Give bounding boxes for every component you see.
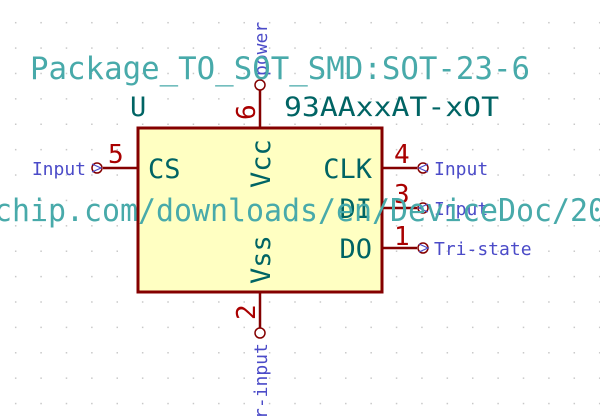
- pin-clk-name: CLK: [323, 154, 373, 185]
- pin-vss-type: r-input: [251, 343, 272, 419]
- pin-do-type-marker: [418, 243, 430, 253]
- pin-vss-name: Vss: [246, 235, 277, 284]
- value-field[interactable]: 93AAxxAT-xOT: [284, 92, 499, 123]
- pin-cs-type: Input: [32, 159, 86, 180]
- pin-clk-number: 4: [394, 140, 410, 170]
- pin-vcc-endpoint[interactable]: [254, 79, 266, 91]
- pin-vcc-type: power: [251, 22, 272, 76]
- footprint-field[interactable]: Package_TO_SOT_SMD:SOT-23-6: [30, 51, 530, 87]
- pin-di-type: Input: [434, 199, 488, 220]
- datasheet-field[interactable]: chip.com/downloads/en/DeviceDoc/20: [0, 193, 600, 229]
- pin-cs-type-marker: [91, 163, 103, 173]
- pin-clk-type: Input: [434, 159, 488, 180]
- pin-do-number: 1: [394, 222, 410, 252]
- pin-di-type-marker: [417, 203, 429, 213]
- pin-vcc-name: Vcc: [246, 139, 277, 188]
- pin-di-number: 3: [394, 180, 410, 210]
- pin-cs-number: 5: [108, 140, 124, 170]
- pin-vss-number: 2: [232, 304, 262, 320]
- pin-vcc-number: 6: [232, 104, 262, 120]
- pin-cs-name: CS: [148, 154, 181, 185]
- pin-do-type: Tri-state: [434, 239, 532, 260]
- reference-field[interactable]: U: [130, 92, 146, 123]
- pin-vss-endpoint[interactable]: [254, 327, 266, 339]
- pin-do-name: DO: [339, 234, 372, 265]
- pin-clk-type-marker: [417, 163, 429, 173]
- pin-di-name: DI: [339, 194, 372, 225]
